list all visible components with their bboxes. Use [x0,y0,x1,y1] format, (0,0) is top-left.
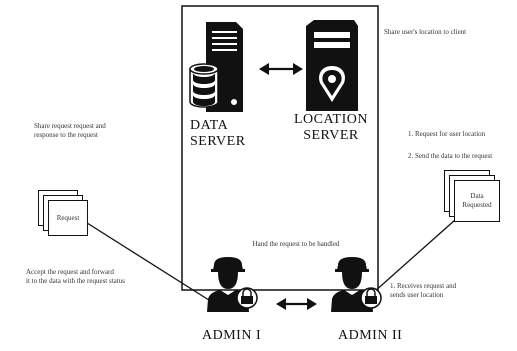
doc-left-to-admin-1-line [75,215,213,303]
annotation-right-bottom-line2: sends user location [390,291,444,299]
servers-double-arrow [259,63,303,75]
annotation-left-top-line1: Share request request and [34,122,106,130]
annotation-left-bottom-line2: it to the data with the request status [26,277,125,285]
annotation-right-top-line1: 1. Request for user location [408,130,486,138]
admin-1-label: ADMIN I [202,328,262,343]
annotation-right-top-line2: 2. Send the data to the request [408,152,493,160]
annotation-mid-bottom: Hand the request to be handled [252,240,340,248]
annotation-right-bottom: 1. Receives request and sends user locat… [390,282,512,300]
annotation-left-top: Share request request and response to th… [34,122,174,140]
document-stack-icon: Data Requested [444,170,509,232]
annotation-left-bottom: Accept the request and forward it to the… [26,268,191,286]
data-server-label-line1: DATA [190,118,229,133]
annotation-left-top-line2: response to the request [34,131,98,139]
user-with-lock-icon [207,257,258,312]
annotation-right-top: 1. Request for user location 2. Send the… [408,130,514,161]
data-requested-label-line1: Data [470,192,484,200]
server-zone-boundary [181,5,379,291]
annotation-left-bottom-line1: Accept the request and forward [26,268,114,276]
data-requested-label-line2: Requested [462,201,492,209]
location-server-label: LOCATION SERVER [282,112,380,144]
document-sheet-front: Request [48,200,88,236]
annotation-right-bottom-line1: 1. Receives request and [390,282,457,290]
user-with-lock-icon [331,257,382,312]
location-server-label-line1: LOCATION [294,112,368,127]
document-sheet-front: Data Requested [454,180,500,222]
document-stack-icon: Request [38,190,98,245]
server-with-database-icon [189,22,243,112]
location-server-label-line2: SERVER [303,128,359,143]
annotation-top-right: Share user's location to client [384,28,467,36]
server-with-location-pin-icon [306,20,358,111]
data-server-label: DATA SERVER [190,118,246,150]
admins-double-arrow [276,298,317,310]
admin-2-label: ADMIN II [338,328,403,343]
request-document-label: Request [56,213,80,222]
admin-2-to-doc-right-line [373,219,456,293]
data-server-label-line2: SERVER [190,134,246,149]
